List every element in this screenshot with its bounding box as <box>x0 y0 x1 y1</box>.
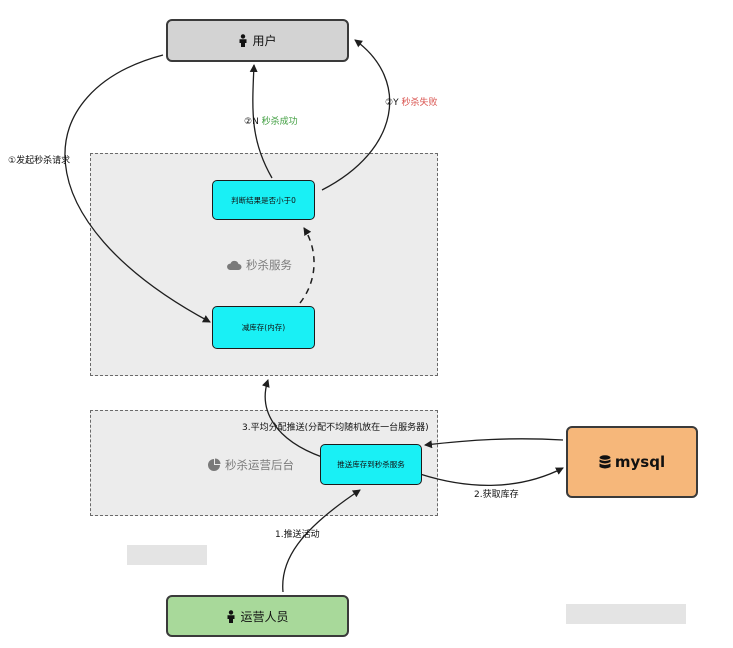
edge-label-get-stock: 2.获取库存 <box>474 490 519 500</box>
success-prefix: ②N <box>244 117 262 127</box>
edge-push-activity <box>282 489 361 593</box>
seckill-backend-title: 秒杀运营后台 <box>207 457 294 473</box>
fail-prefix: ②Y <box>385 98 402 108</box>
seckill-service-title: 秒杀服务 <box>226 257 292 273</box>
decrement-node: 减库存(内存) <box>212 306 315 349</box>
edge-mysql-to-push <box>424 438 564 449</box>
edge-get-stock <box>419 467 564 486</box>
push-stock-label: 推送库存到秒杀服务 <box>337 460 405 469</box>
ops-node: 运营人员 <box>166 595 349 637</box>
mysql-label: mysql <box>614 453 666 471</box>
edge-label-initiate: ①发起秒杀请求 <box>8 156 71 166</box>
judge-node: 判断结果是否小于0 <box>212 180 315 220</box>
seckill-backend-label: 秒杀运营后台 <box>225 458 294 472</box>
database-icon <box>599 454 611 470</box>
pie-chart-icon <box>208 458 221 471</box>
success-text: 秒杀成功 <box>261 117 298 127</box>
edge-fail <box>321 39 391 191</box>
fail-text: 秒杀失败 <box>401 98 438 108</box>
edge-initiate <box>64 54 211 323</box>
edge-label-push-activity: 1.推送活动 <box>275 530 320 540</box>
ops-label: 运营人员 <box>240 609 289 624</box>
edge-label-fail: ②Y 秒杀失败 <box>385 95 437 108</box>
edge-check <box>299 227 315 304</box>
edge-success <box>249 64 273 179</box>
cloud-icon <box>227 260 242 270</box>
user-label: 用户 <box>252 34 277 48</box>
watermark-blur-left <box>127 545 207 565</box>
decrement-label: 减库存(内存) <box>241 323 286 332</box>
mysql-node: mysql <box>566 426 698 498</box>
watermark-blur-right <box>566 604 686 624</box>
seckill-service-label: 秒杀服务 <box>246 258 292 272</box>
user-node: 用户 <box>166 19 349 62</box>
person-icon <box>238 34 248 47</box>
edge-label-distribute: 3.平均分配推送(分配不均随机放在一台服务器) <box>242 423 429 433</box>
edge-distribute <box>261 379 323 458</box>
push-stock-node: 推送库存到秒杀服务 <box>320 444 422 485</box>
judge-label: 判断结果是否小于0 <box>231 195 296 205</box>
person-icon <box>226 609 236 623</box>
edge-label-success: ②N 秒杀成功 <box>244 114 298 127</box>
